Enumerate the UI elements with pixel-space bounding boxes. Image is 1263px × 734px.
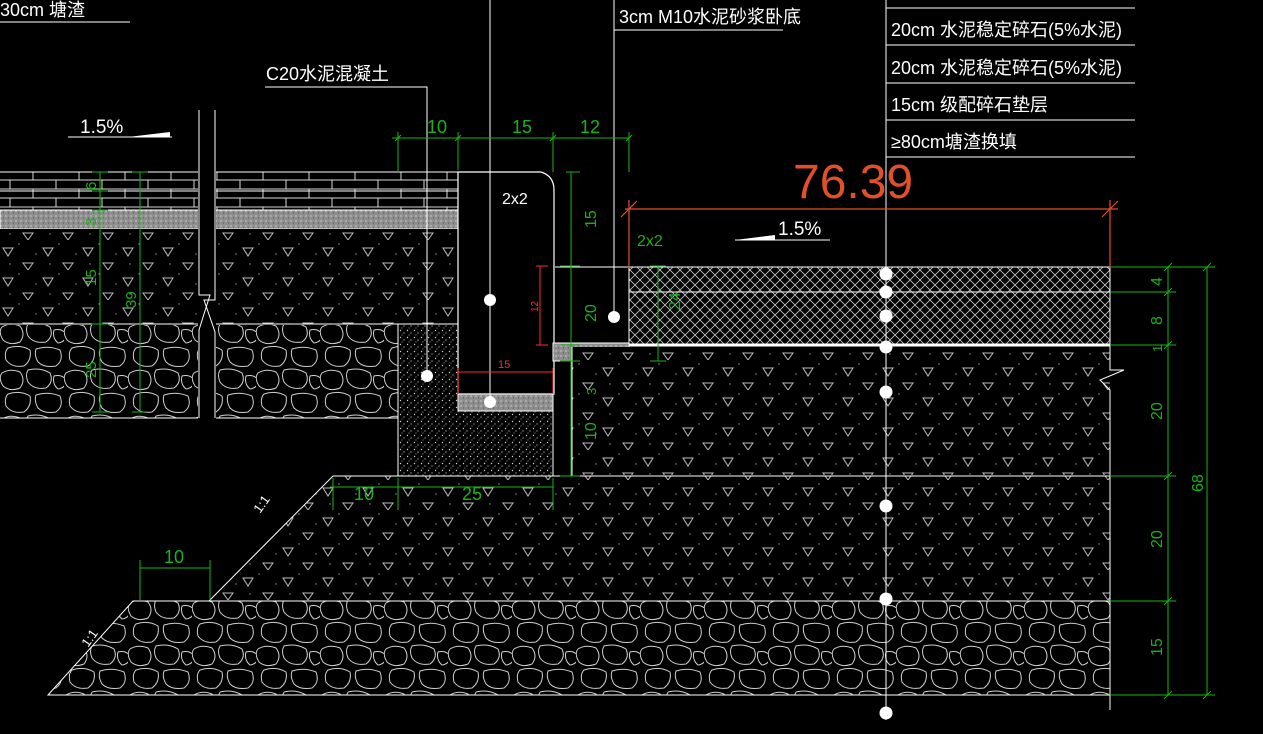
dim-curb-10: 10 xyxy=(427,117,447,137)
dim-right-8: 8 xyxy=(1149,316,1166,325)
label-subbase: 15cm 级配碎石垫层 xyxy=(891,95,1048,115)
dim-curb-h3: 3 xyxy=(584,388,599,395)
label-concrete: C20水泥混凝土 xyxy=(266,64,389,84)
surface-layer-lower xyxy=(628,291,1111,345)
dim-curb-15: 15 xyxy=(512,117,532,137)
slope-arrow-left xyxy=(128,132,170,137)
dim-curb-h15: 15 xyxy=(583,210,600,228)
pavement-chamfer-label: 2x2 xyxy=(637,233,663,250)
base-layer-2 xyxy=(207,475,1111,602)
label-fill: ≥80cm塘渣换填 xyxy=(891,132,1017,152)
dim-right-20b: 20 xyxy=(1149,530,1166,548)
slope-label-right: 1.5% xyxy=(778,219,821,240)
dim-footing-10: 10 xyxy=(354,484,374,504)
dim-curb-small: 12 xyxy=(530,300,541,312)
dim-left-3: 3 xyxy=(83,218,100,226)
dim-right-20a: 20 xyxy=(1149,402,1166,420)
width-dimension-line xyxy=(620,200,1119,268)
slope-label-left: 1.5% xyxy=(80,117,123,138)
slope-ratio-upper: 1:1 xyxy=(250,492,273,515)
curb-stone xyxy=(457,171,555,395)
dimension-lines xyxy=(92,132,1215,700)
leader-points xyxy=(421,267,893,720)
slope-arrow-right xyxy=(735,235,775,240)
width-dimension-text: 76.39 xyxy=(793,156,913,209)
dim-footing-25: 25 xyxy=(462,484,482,504)
dim-right-4: 4 xyxy=(1149,277,1166,286)
sidewalk-sand-strip xyxy=(0,209,459,230)
label-mortar: 3cm M10水泥砂浆卧底 xyxy=(619,7,801,27)
surface-layer-upper xyxy=(628,266,1111,293)
dim-curb-24: 24 xyxy=(667,292,684,310)
dim-left-6: 6 xyxy=(83,182,100,190)
label-base-1: 20cm 水泥稳定碎石(5%水泥) xyxy=(891,20,1122,40)
sidewalk-brick-layer xyxy=(0,171,458,210)
fill-layer xyxy=(46,600,1111,696)
dim-right-1: 1 xyxy=(1150,345,1165,352)
dim-left-25: 25 xyxy=(83,361,100,378)
dim-left-15: 15 xyxy=(83,269,100,286)
base-layer-1 xyxy=(572,347,1110,475)
dim-right-15: 15 xyxy=(1149,638,1166,656)
dim-curb-h20: 20 xyxy=(583,304,600,322)
dim-curb-h10: 10 xyxy=(583,422,600,440)
dim-right-total: 68 xyxy=(1190,474,1207,492)
dim-curb-12: 12 xyxy=(580,117,600,137)
dim-left-39: 39 xyxy=(123,291,140,308)
detail-dimension-lines xyxy=(457,265,554,394)
dim-bottom-10: 10 xyxy=(164,547,184,567)
label-top-cut: 30cm 塘渣 xyxy=(0,0,85,20)
curb-chamfer-label: 2x2 xyxy=(502,191,528,208)
leader-lines xyxy=(0,0,1135,720)
curb-mortar-strip xyxy=(457,393,554,412)
dim-curb-inner: 15 xyxy=(498,359,510,371)
sidewalk-base-layer xyxy=(0,229,458,324)
break-line-symbol xyxy=(198,110,216,420)
label-base-2: 20cm 水泥稳定碎石(5%水泥) xyxy=(891,58,1122,78)
